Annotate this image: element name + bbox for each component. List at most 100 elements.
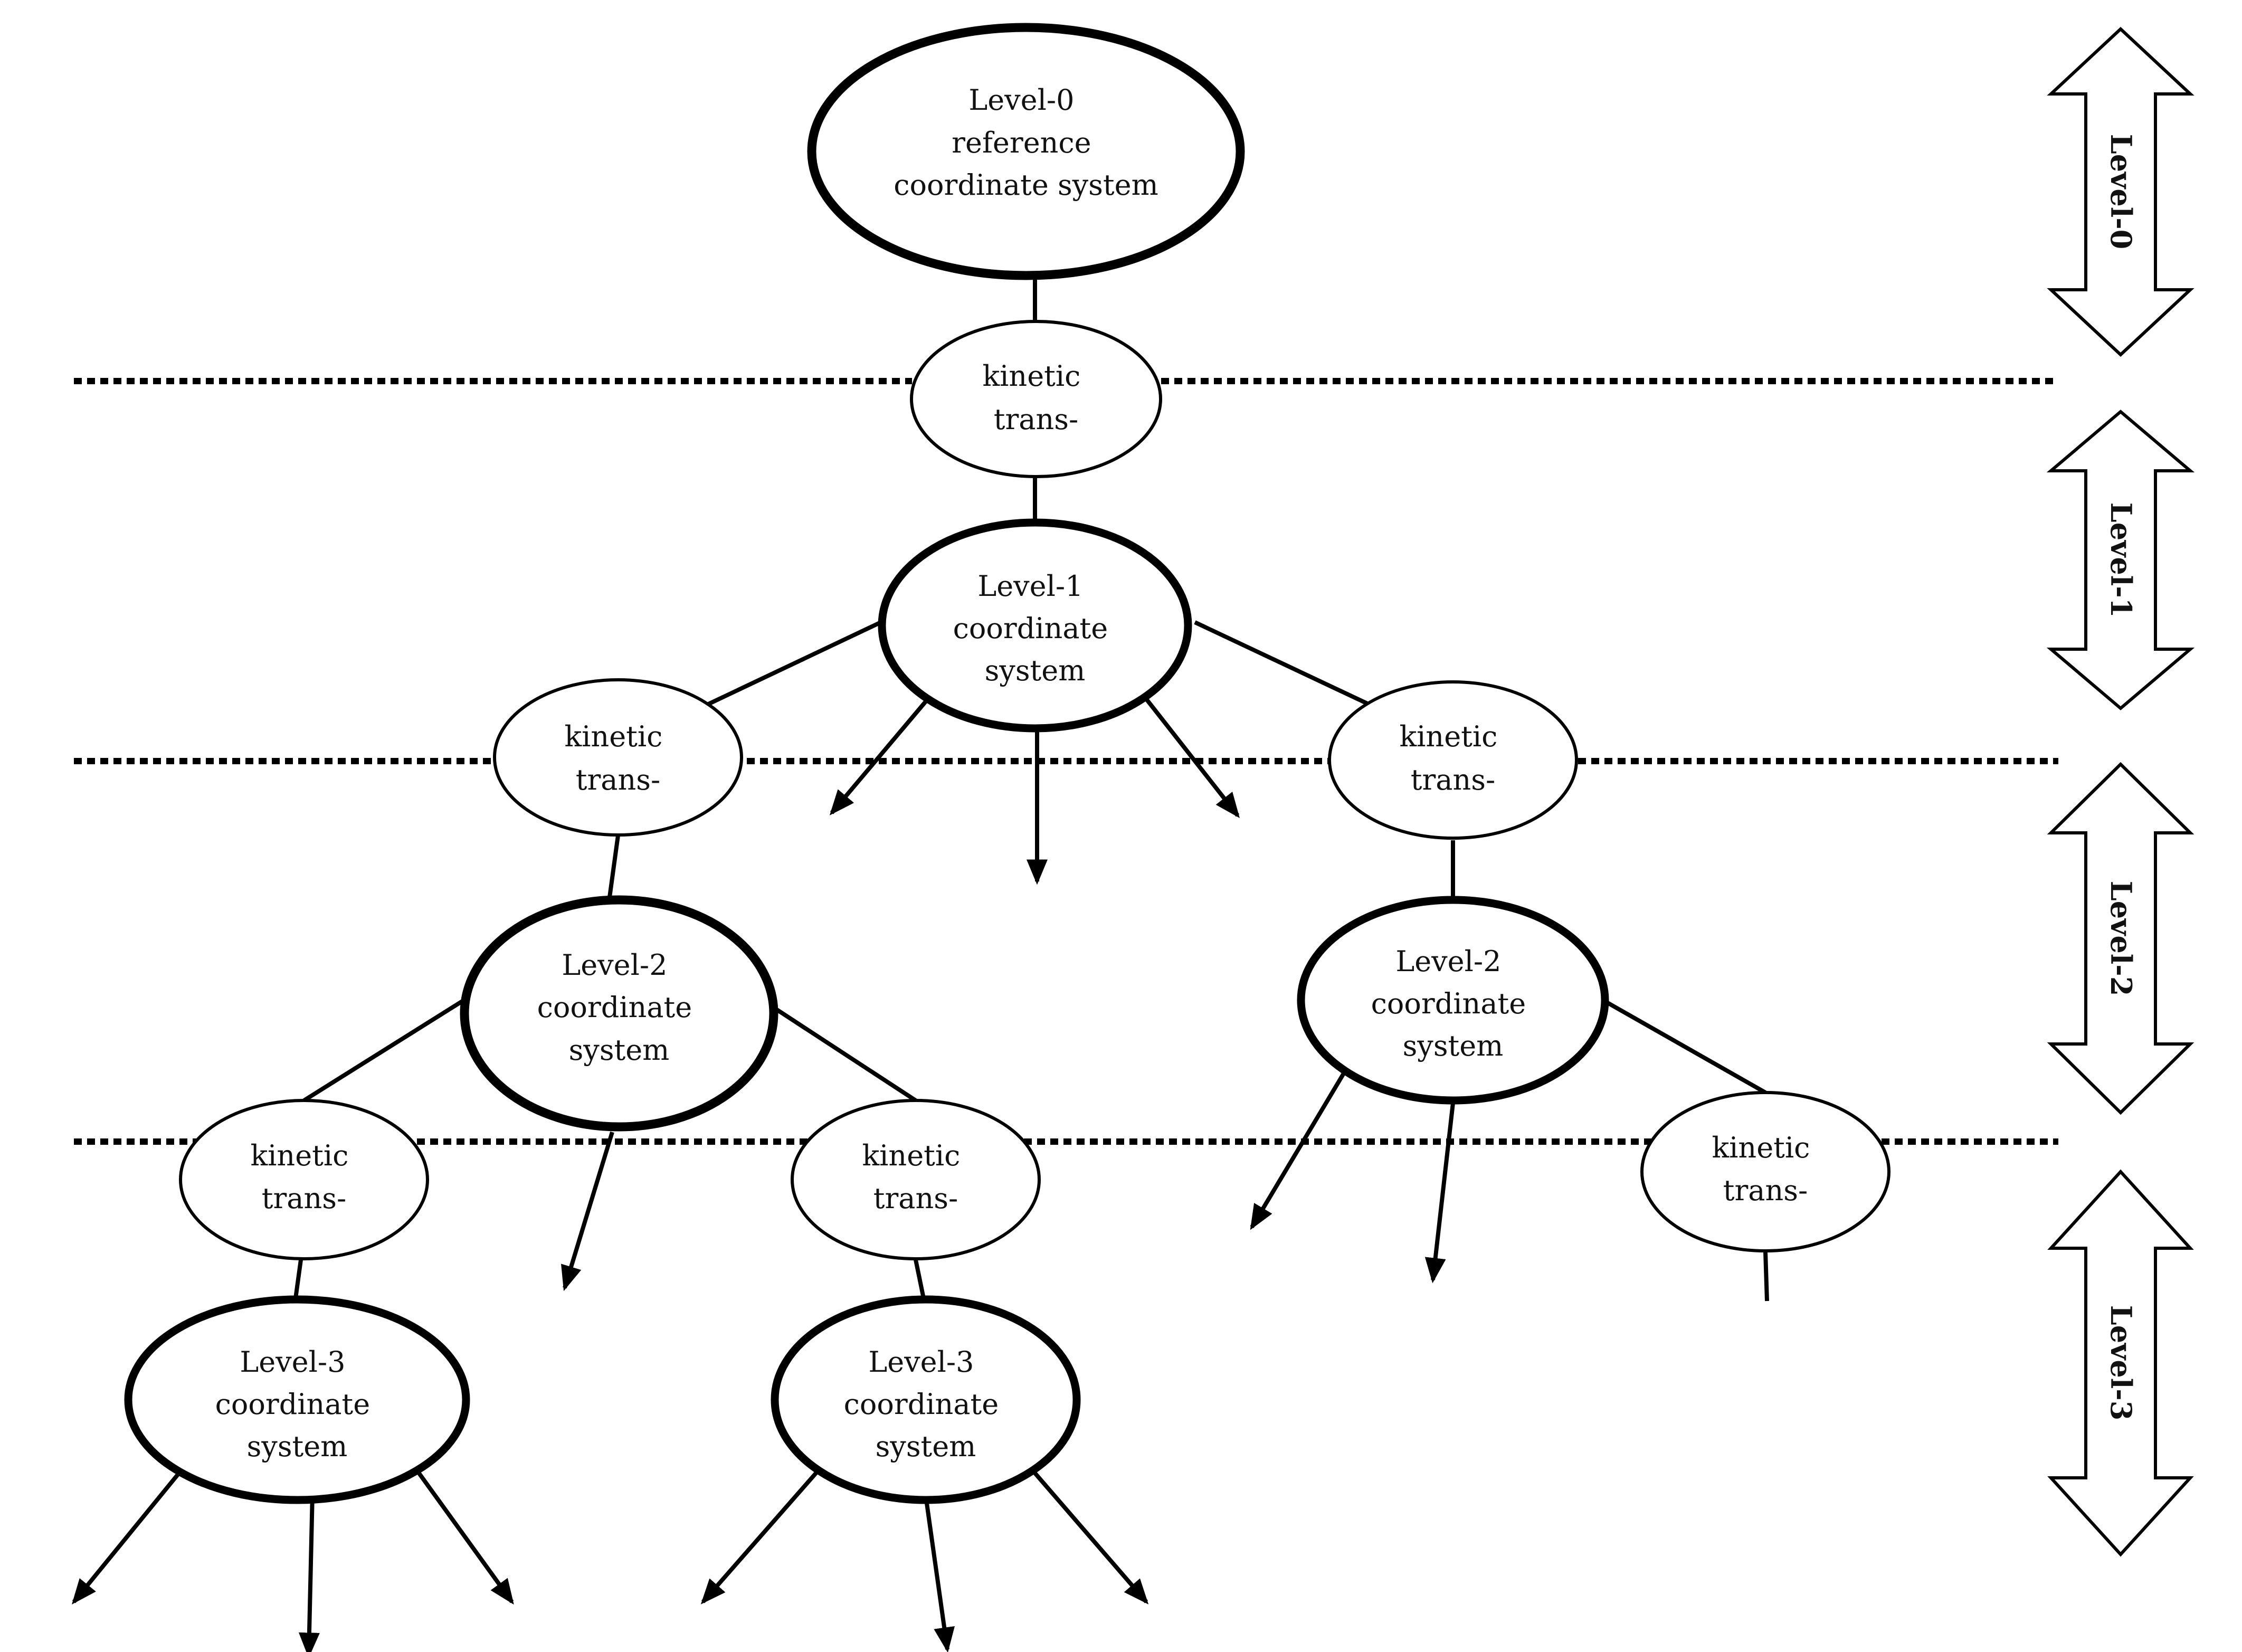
node-label-line: coordinate system xyxy=(894,168,1158,202)
double-arrow-icon xyxy=(2047,762,2194,1115)
double-arrow-icon xyxy=(2047,1169,2194,1557)
coordinate-system-ellipse xyxy=(878,518,1192,733)
node-label-line: trans- xyxy=(576,763,660,796)
level-indicator-2: Level-2 xyxy=(2047,762,2194,1115)
node-level-0: Level-0 reference coordinate system xyxy=(807,23,1245,280)
arrow xyxy=(1424,1103,1455,1284)
node-label-line: system xyxy=(1403,1029,1504,1062)
node-kinetic-transformation-level3-b: kinetic trans- xyxy=(791,1099,1041,1260)
node-level-2-right: Level-2 coordinate system xyxy=(1297,896,1609,1105)
node-label-line: trans- xyxy=(994,403,1078,436)
connectors xyxy=(293,277,1769,1302)
node-label-line: coordinate xyxy=(537,991,692,1024)
node-kinetic-transformation-top: kinetic trans- xyxy=(910,320,1162,478)
node-label-line: coordinate xyxy=(844,1388,999,1421)
level-separators xyxy=(74,378,2058,1145)
node-kinetic-transformation-left: kinetic trans- xyxy=(493,678,743,837)
node-label: kinetic trans- xyxy=(1712,1131,1819,1207)
arrow xyxy=(923,1488,955,1652)
connector xyxy=(607,835,620,898)
node-label-line: trans- xyxy=(1411,763,1495,796)
arrow xyxy=(1250,1071,1346,1230)
node-label-line: system xyxy=(876,1430,976,1463)
node-label-line: kinetic xyxy=(1712,1131,1810,1164)
node-label: Level-0 reference coordinate system xyxy=(894,83,1158,202)
node-label: kinetic trans- xyxy=(1399,720,1506,796)
arrow xyxy=(1032,1471,1149,1604)
arrow xyxy=(298,1493,320,1652)
node-level-3-left: Level-3 coordinate system xyxy=(124,1295,470,1504)
node-label-line: Level-1 xyxy=(977,569,1083,603)
node-level-1: Level-1 coordinate system xyxy=(878,518,1192,733)
arrow xyxy=(561,1131,614,1292)
node-label-line: system xyxy=(247,1430,348,1463)
node-label-line: kinetic xyxy=(982,359,1080,393)
connector xyxy=(914,1259,926,1299)
level-indicator-0: Level-0 xyxy=(2047,26,2194,357)
level-label: Level-1 xyxy=(2104,502,2138,618)
node-label-line: kinetic xyxy=(862,1139,960,1172)
node-label-line: Level-3 xyxy=(240,1345,345,1379)
kinetic-transformation-ellipse xyxy=(910,320,1162,478)
node-label-line: Level-3 xyxy=(868,1345,974,1379)
arrow xyxy=(1143,696,1240,819)
connector xyxy=(706,620,882,707)
node-kinetic-transformation-level3-a: kinetic trans- xyxy=(179,1099,429,1260)
node-label-line: Level-2 xyxy=(562,948,667,982)
node-label-line: kinetic xyxy=(564,720,662,753)
arrow xyxy=(71,1471,182,1604)
kinetic-transformation-ellipse xyxy=(1640,1091,1890,1252)
node-label: kinetic trans- xyxy=(982,359,1089,436)
connector xyxy=(293,1259,303,1299)
node-label-line: system xyxy=(569,1033,670,1067)
child-arrows xyxy=(71,696,1455,1652)
level-indicator-3: Level-3 xyxy=(2047,1169,2194,1557)
node-label: kinetic trans- xyxy=(564,720,671,796)
node-kinetic-transformation-level3-c: kinetic trans- xyxy=(1640,1091,1890,1252)
arrow xyxy=(416,1471,514,1605)
node-label: kinetic trans- xyxy=(250,1139,357,1215)
node-label-line: reference xyxy=(952,126,1091,159)
node-kinetic-transformation-right: kinetic trans- xyxy=(1328,680,1578,840)
kinetic-transformation-ellipse xyxy=(791,1099,1041,1260)
node-label-line: Level-2 xyxy=(1395,945,1501,978)
node-label-line: kinetic xyxy=(1399,720,1497,753)
node-level-2-left: Level-2 coordinate system xyxy=(460,895,778,1132)
node-label: kinetic trans- xyxy=(862,1139,969,1215)
double-arrow-icon xyxy=(2047,26,2194,357)
node-label: Level-2 coordinate system xyxy=(1371,945,1535,1062)
node-label-line: Level-0 xyxy=(968,83,1074,117)
node-label-line: coordinate xyxy=(953,612,1108,645)
kinetic-transformation-ellipse xyxy=(1328,680,1578,840)
arrow xyxy=(829,696,931,815)
kinetic-transformation-ellipse xyxy=(179,1099,429,1260)
node-label-line: kinetic xyxy=(250,1139,348,1172)
node-label: Level-2 coordinate system xyxy=(537,948,701,1067)
connector xyxy=(775,1008,917,1103)
node-label-line: trans- xyxy=(873,1182,958,1215)
level-label: Level-2 xyxy=(2104,881,2138,996)
node-label-line: system xyxy=(985,654,1086,687)
connector xyxy=(302,998,466,1103)
node-label-line: trans- xyxy=(262,1182,346,1215)
level-indicator-1: Level-1 xyxy=(2046,410,2195,710)
level-label: Level-0 xyxy=(2104,134,2138,250)
connector xyxy=(1763,1251,1769,1302)
node-level-3-middle: Level-3 coordinate system xyxy=(771,1295,1081,1504)
arrow xyxy=(700,1471,819,1604)
node-label: Level-3 coordinate system xyxy=(215,1345,379,1463)
coordinate-system-ellipse xyxy=(460,895,778,1132)
coordinate-system-ellipse xyxy=(771,1295,1081,1504)
double-arrow-icon xyxy=(2046,410,2195,710)
coordinate-system-ellipse xyxy=(807,23,1245,280)
node-label-line: coordinate xyxy=(215,1388,370,1421)
kinetic-transformation-ellipse xyxy=(493,678,743,837)
node-label-line: coordinate xyxy=(1371,987,1526,1020)
connector xyxy=(1607,1001,1766,1095)
connector xyxy=(1194,620,1371,707)
node-label: Level-3 coordinate system xyxy=(844,1345,1008,1463)
coordinate-system-ellipse xyxy=(1297,896,1609,1105)
coordinate-system-ellipse xyxy=(124,1295,470,1504)
level-label: Level-3 xyxy=(2104,1305,2138,1421)
